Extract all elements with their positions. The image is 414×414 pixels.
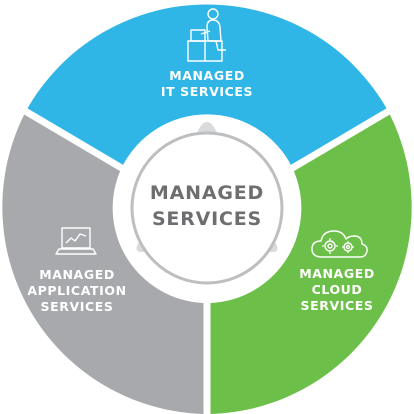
center-circle: [130, 131, 284, 285]
segment-cloud-label-line2: CLOUD: [312, 282, 363, 297]
divider-right: [287, 104, 396, 174]
segment-application-services-shape: [2, 111, 205, 414]
person-at-desk-icon: [187, 8, 226, 62]
laptop-chart-icon: [55, 227, 97, 255]
segment-application-label-line3: SERVICES: [40, 299, 113, 314]
segment-it-label-line1: MANAGED: [169, 68, 245, 83]
segment-application-label-line1: MANAGED: [39, 267, 115, 282]
center-label-line2: SERVICES: [152, 208, 262, 230]
center-label-line1: MANAGED: [150, 182, 264, 204]
segment-cloud-label-line3: SERVICES: [300, 298, 373, 313]
segment-application-services: [2, 111, 205, 414]
segment-dividers: [18, 104, 396, 414]
cloud-gears-icon: [311, 230, 368, 258]
segment-it-services: [26, 4, 388, 168]
segment-cloud-label-line1: MANAGED: [299, 266, 375, 281]
segment-cloud-services: [210, 111, 412, 414]
center-label: MANAGED SERVICES: [150, 182, 264, 230]
segment-cloud-label: MANAGED CLOUD SERVICES: [299, 266, 375, 313]
segment-it-label: MANAGED IT SERVICES: [161, 68, 253, 99]
segment-application-label-line2: APPLICATION: [27, 283, 126, 298]
segment-it-services-shape: [26, 4, 388, 168]
divider-left: [18, 104, 127, 174]
segment-cloud-services-shape: [210, 111, 412, 414]
segment-it-label-line2: IT SERVICES: [161, 84, 253, 99]
segment-application-label: MANAGED APPLICATION SERVICES: [27, 267, 126, 314]
